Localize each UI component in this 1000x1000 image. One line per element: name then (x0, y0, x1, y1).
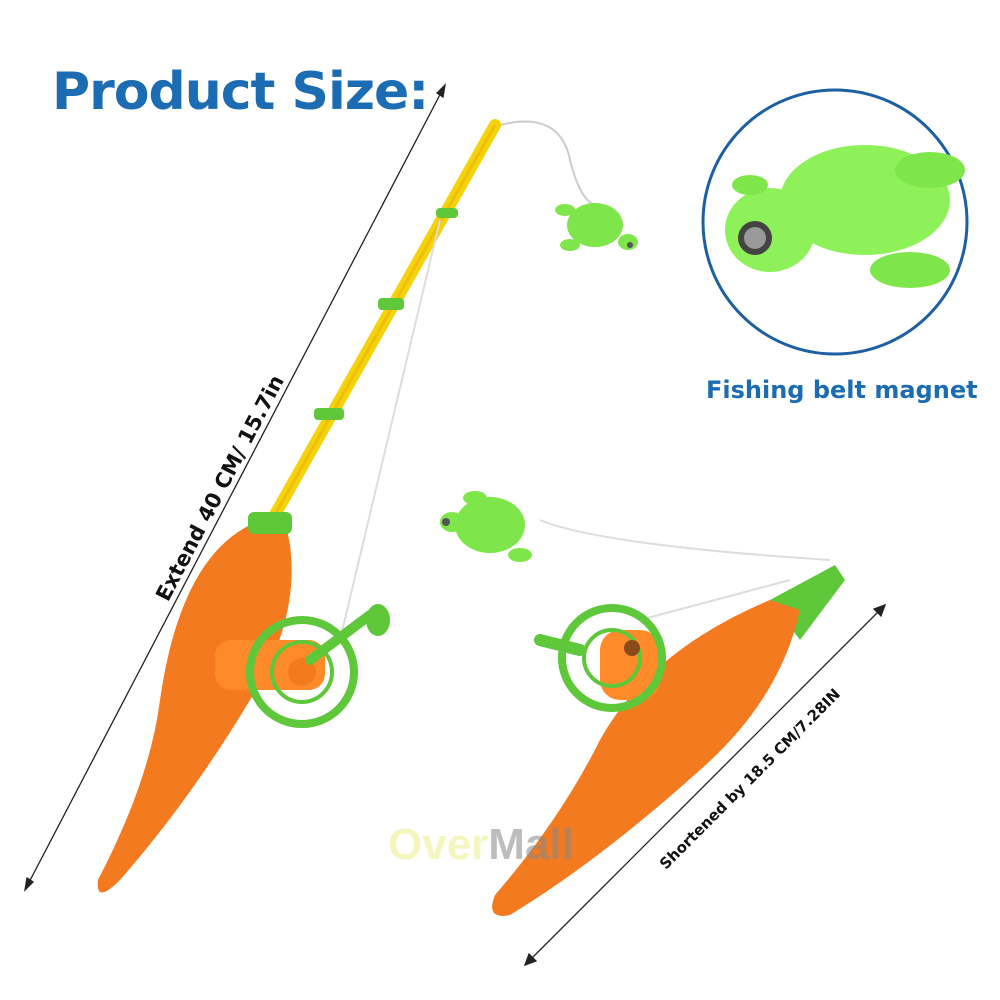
page-title: Product Size: (52, 62, 429, 122)
magnet-inset (701, 88, 969, 356)
extended-fishing-rod (97, 119, 596, 893)
inset-caption: Fishing belt magnet (706, 376, 978, 404)
watermark-part2: Mall (488, 820, 574, 869)
watermark-logo: OverMall (388, 820, 574, 870)
shortened-fishing-rod (492, 519, 845, 916)
turtle-lure-small (555, 203, 638, 251)
shortened-dimension-line (523, 603, 887, 967)
turtle-lure-small-2 (440, 491, 532, 562)
watermark-part1: Over (388, 820, 489, 869)
extended-dimension-line (24, 83, 446, 892)
